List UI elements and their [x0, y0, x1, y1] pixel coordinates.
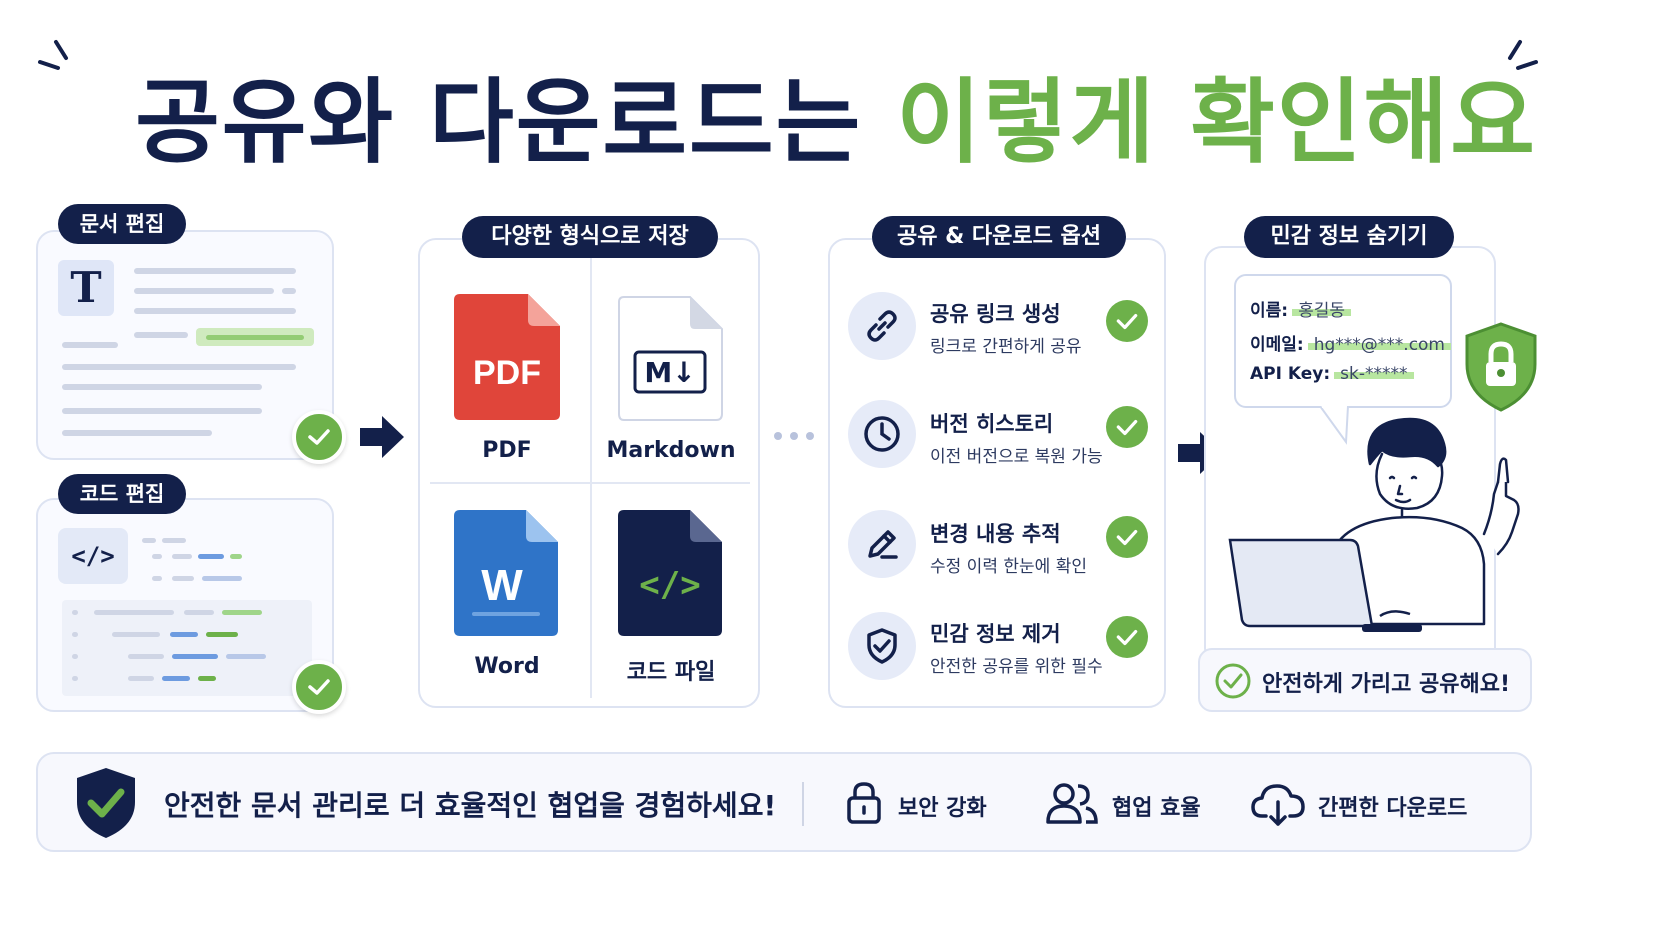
svg-text:W: W — [481, 561, 523, 610]
lock-icon — [847, 782, 881, 824]
format-word-label: Word — [474, 654, 540, 679]
bubble-tail — [1320, 406, 1349, 445]
sparkle-left-icon — [38, 40, 68, 70]
feature-collab-label: 협업 효율 — [1112, 796, 1201, 821]
svg-text:</>: </> — [639, 565, 700, 605]
confirm-banner: 안전하게 가리고 공유해요! — [1198, 648, 1532, 712]
dots-connector-icon — [774, 432, 814, 440]
arrow-right-icon-1 — [360, 416, 404, 458]
cloud-download-icon — [1251, 784, 1305, 826]
feature-download-label: 간편한 다운로드 — [1318, 796, 1468, 821]
code-file-icon: </> — [618, 510, 722, 636]
pdf-file-icon: PDF — [454, 294, 560, 420]
word-file-icon: W — [454, 510, 558, 636]
masked-apikey-field: API Key:sk-***** — [1250, 364, 1414, 384]
format-markdown-label: Markdown — [606, 438, 736, 463]
title-part-navy: 공유와 다운로드는 — [135, 69, 863, 176]
confirm-text: 안전하게 가리고 공유해요! — [1262, 672, 1510, 697]
mask-label: 민감 정보 숨기기 — [1244, 216, 1454, 258]
code-check-icon — [292, 660, 346, 714]
option-title: 공유 링크 생성 — [930, 302, 1061, 326]
masked-email-field: 이메일:hg***@***.com — [1250, 330, 1451, 355]
lock-shield-icon — [1465, 322, 1537, 412]
person-laptop-illustration — [1228, 417, 1520, 632]
option-subtitle: 수정 이력 한눈에 확인 — [930, 557, 1087, 577]
option-title: 변경 내용 추적 — [930, 522, 1061, 546]
clock-icon — [848, 400, 916, 468]
pencil-icon — [848, 510, 916, 578]
sparkle-right-icon — [1508, 40, 1538, 70]
check-circle-icon — [1215, 663, 1251, 699]
shield-check-icon — [848, 612, 916, 680]
masked-name-field: 이름:홍길동 — [1250, 296, 1352, 321]
title-part-green: 이렇게 확인해요 — [896, 69, 1537, 176]
option-title: 버전 히스토리 — [930, 412, 1054, 436]
doc-editor-label: 문서 편집 — [58, 204, 186, 244]
users-icon — [1046, 783, 1098, 824]
option-subtitle: 안전한 공유를 위한 필수 — [930, 657, 1103, 677]
doc-editor-card: T — [36, 230, 334, 460]
check-icon — [1106, 516, 1148, 558]
page-title: 공유와 다운로드는 이렇게 확인해요 — [0, 48, 1672, 181]
check-icon — [1106, 616, 1148, 658]
code-editor-card: </> — [36, 498, 334, 712]
svg-text:M↓: M↓ — [644, 356, 695, 389]
options-label: 공유 & 다운로드 옵션 — [872, 216, 1126, 258]
link-icon — [848, 292, 916, 360]
text-T-icon: T — [58, 260, 114, 316]
svg-text:PDF: PDF — [473, 354, 541, 392]
option-title: 민감 정보 제거 — [930, 622, 1061, 646]
doc-check-icon — [292, 410, 346, 464]
shield-check-icon — [77, 768, 135, 838]
footer-message: 안전한 문서 관리로 더 효율적인 협업을 경험하세요! — [164, 789, 777, 822]
check-icon — [1106, 406, 1148, 448]
check-icon — [1106, 300, 1148, 342]
code-brackets-icon: </> — [58, 528, 128, 584]
feature-security-label: 보안 강화 — [898, 796, 987, 821]
option-subtitle: 링크로 간편하게 공유 — [930, 337, 1082, 357]
markdown-file-icon: M↓ — [618, 296, 723, 421]
format-pdf-label: PDF — [482, 438, 532, 463]
footer-banner: 안전한 문서 관리로 더 효율적인 협업을 경험하세요! 보안 강화 협업 효율… — [36, 752, 1532, 852]
code-editor-label: 코드 편집 — [58, 474, 186, 514]
format-code-label: 코드 파일 — [626, 660, 716, 685]
option-subtitle: 이전 버전으로 복원 가능 — [930, 447, 1103, 467]
formats-label: 다양한 형식으로 저장 — [462, 216, 718, 258]
